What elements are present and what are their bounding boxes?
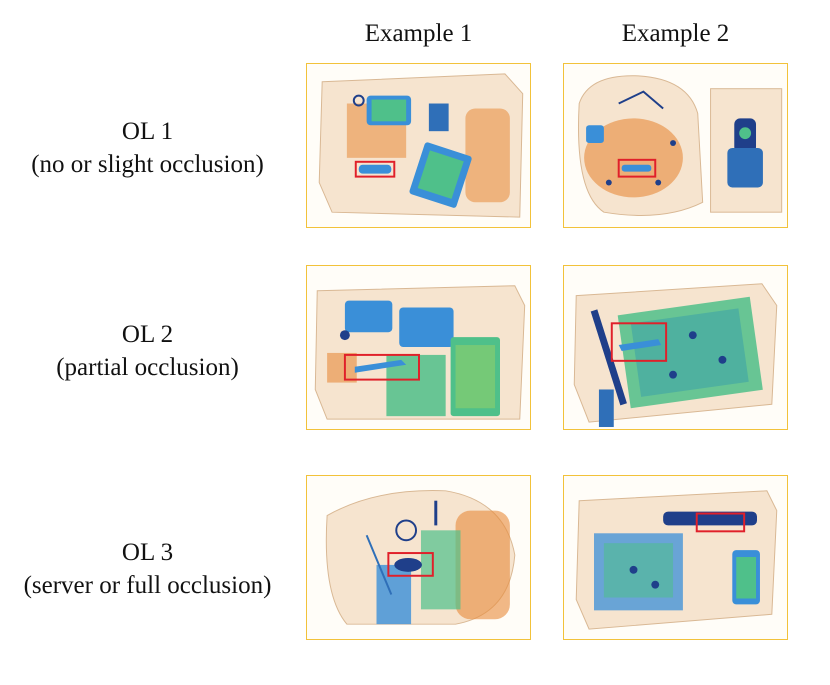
column-header-example-1: Example 1 xyxy=(364,20,473,47)
row-description-ol2: (partial occlusion) xyxy=(56,354,239,381)
column-header-example-2: Example 2 xyxy=(621,20,730,47)
xray-scan-graphic xyxy=(325,490,516,625)
xray-image-ol3-example-1 xyxy=(306,475,531,640)
row-label-ol1: OL 1 (no or slight occlusion) xyxy=(0,115,295,181)
row-label-ol2: OL 2 (partial occlusion) xyxy=(0,318,295,384)
xray-image-ol1-example-2 xyxy=(563,63,788,228)
row-description-ol1: (no or slight occlusion) xyxy=(31,151,264,178)
xray-scan-graphic xyxy=(318,73,524,218)
row-level-ol1: OL 1 xyxy=(121,118,174,145)
row-description-ol3: (server or full occlusion) xyxy=(23,572,272,599)
xray-image-ol3-example-2 xyxy=(563,475,788,640)
row-label-ol3: OL 3 (server or full occlusion) xyxy=(0,536,295,602)
row-level-ol2: OL 2 xyxy=(121,321,174,348)
xray-scan-graphic xyxy=(575,490,778,630)
xray-image-ol2-example-2 xyxy=(563,265,788,430)
xray-scan-graphic xyxy=(314,285,526,420)
xray-scan-graphic xyxy=(573,283,778,428)
xray-image-ol2-example-1 xyxy=(306,265,531,430)
xray-scan-graphic xyxy=(578,75,783,216)
xray-image-ol1-example-1 xyxy=(306,63,531,228)
row-level-ol3: OL 3 xyxy=(121,539,174,566)
